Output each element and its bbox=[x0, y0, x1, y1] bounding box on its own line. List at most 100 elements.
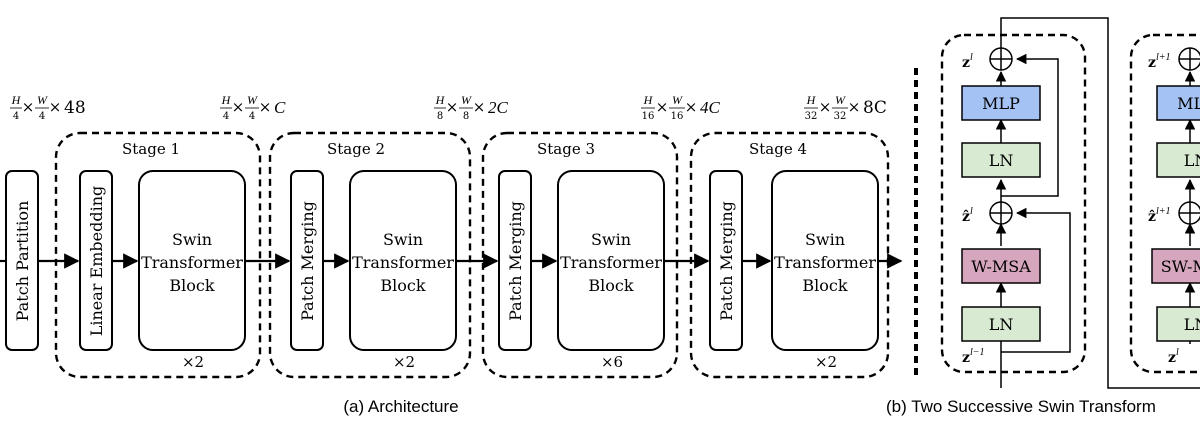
svg-text:C: C bbox=[274, 98, 286, 117]
z-in-label: zl bbox=[1168, 347, 1179, 366]
svg-text:W: W bbox=[672, 93, 683, 107]
mlp-block bbox=[1156, 85, 1200, 121]
stage1-title: Stage 1 bbox=[122, 140, 180, 158]
z-out-label: zl bbox=[962, 52, 973, 71]
svg-text:×: × bbox=[685, 98, 698, 116]
dim-label-stage1: H 4 × W 4 × C bbox=[220, 93, 286, 122]
stage3-container bbox=[481, 131, 679, 379]
svg-text:32: 32 bbox=[834, 111, 847, 122]
swin-block-stage4: Swin Transformer Block bbox=[771, 170, 879, 351]
svg-text:H: H bbox=[221, 93, 232, 107]
z-hat-label: ẑl+1 bbox=[1148, 206, 1170, 225]
svg-text:Transformer: Transformer bbox=[774, 253, 876, 272]
svg-text:H: H bbox=[435, 93, 446, 107]
svg-text:Block: Block bbox=[802, 276, 847, 295]
svg-text:4: 4 bbox=[13, 111, 19, 122]
stage2-container bbox=[268, 131, 472, 379]
svg-text:48: 48 bbox=[64, 98, 86, 118]
dim-label-stage3: H 16 × W 16 × 4C bbox=[641, 93, 721, 122]
svg-text:×: × bbox=[232, 98, 245, 116]
svg-text:8C: 8C bbox=[863, 98, 887, 118]
svg-text:H: H bbox=[643, 93, 654, 107]
architecture-caption: (a) Architecture bbox=[343, 397, 458, 416]
svg-text:8: 8 bbox=[463, 111, 469, 122]
stage4-title: Stage 4 bbox=[749, 140, 807, 158]
stage2-title: Stage 2 bbox=[327, 140, 385, 158]
layernorm-block bbox=[961, 142, 1041, 178]
svg-text:W: W bbox=[37, 93, 48, 107]
svg-text:W: W bbox=[247, 93, 258, 107]
swin-block-2: MLP LN SW-MSA LN zl+1 ẑl+1 zl bbox=[1129, 33, 1200, 374]
z-in-label: zl−1 bbox=[962, 347, 984, 366]
stage3-title: Stage 3 bbox=[537, 140, 595, 158]
svg-text:LN: LN bbox=[989, 315, 1014, 334]
svg-text:MLP: MLP bbox=[982, 94, 1020, 113]
stage1-repeat: ×2 bbox=[182, 353, 204, 371]
svg-text:Swin: Swin bbox=[172, 230, 212, 249]
svg-text:×: × bbox=[473, 98, 486, 116]
svg-text:LN: LN bbox=[1184, 151, 1200, 170]
layernorm-block bbox=[961, 306, 1041, 342]
swin-block-1: MLP LN W-MSA LN zl ẑl zl−1 bbox=[940, 33, 1087, 374]
swin-block-stage3: Swin Transformer Block bbox=[557, 170, 665, 351]
svg-text:LN: LN bbox=[1184, 315, 1200, 334]
svg-text:16: 16 bbox=[642, 111, 655, 122]
svg-text:×: × bbox=[446, 98, 459, 116]
patch-merging-label: Patch Merging bbox=[298, 201, 317, 321]
stage1-container bbox=[54, 131, 262, 379]
svg-text:Swin: Swin bbox=[591, 230, 631, 249]
patch-merging-label: Patch Merging bbox=[506, 201, 525, 321]
svg-text:MLP: MLP bbox=[1177, 94, 1200, 113]
swin-block-1-container bbox=[940, 33, 1087, 374]
svg-text:16: 16 bbox=[671, 111, 684, 122]
svg-text:×: × bbox=[656, 98, 669, 116]
layernorm-block bbox=[1156, 142, 1200, 178]
w-msa-block bbox=[961, 248, 1041, 284]
svg-text:H: H bbox=[806, 93, 817, 107]
svg-text:×: × bbox=[22, 98, 35, 116]
successive-caption: (b) Two Successive Swin Transform bbox=[886, 397, 1156, 416]
svg-text:SW-MSA: SW-MSA bbox=[1161, 257, 1200, 276]
linear-embedding-label: Linear Embedding bbox=[87, 186, 106, 337]
svg-text:4: 4 bbox=[249, 111, 255, 122]
svg-text:×: × bbox=[819, 98, 832, 116]
dim-label-stage2: H 8 × W 8 × 2C bbox=[434, 93, 509, 122]
svg-text:×: × bbox=[848, 98, 861, 116]
successive-blocks-panel: MLP LN W-MSA LN zl ẑl zl−1 bbox=[886, 17, 1200, 416]
z-out-label: zl+1 bbox=[1148, 52, 1170, 71]
svg-text:W: W bbox=[461, 93, 472, 107]
svg-text:Block: Block bbox=[169, 276, 214, 295]
svg-text:4: 4 bbox=[223, 111, 229, 122]
svg-text:Swin: Swin bbox=[805, 230, 845, 249]
svg-text:W-MSA: W-MSA bbox=[971, 257, 1031, 276]
swin-block-stage2: Swin Transformer Block bbox=[349, 170, 457, 351]
svg-text:4: 4 bbox=[39, 111, 45, 122]
svg-text:Transformer: Transformer bbox=[141, 253, 243, 272]
svg-text:Transformer: Transformer bbox=[352, 253, 454, 272]
patch-partition-label: Patch Partition bbox=[13, 201, 32, 322]
dim-label-input: H 4 × W 4 × 48 bbox=[10, 93, 86, 122]
svg-text:8: 8 bbox=[437, 111, 443, 122]
svg-text:32: 32 bbox=[805, 111, 818, 122]
patch-merging-label: Patch Merging bbox=[717, 201, 736, 321]
z-hat-label: ẑl bbox=[962, 206, 973, 225]
svg-text:×: × bbox=[259, 98, 272, 116]
svg-text:×: × bbox=[49, 98, 62, 116]
svg-text:LN: LN bbox=[989, 151, 1014, 170]
sw-msa-block bbox=[1151, 248, 1200, 284]
svg-text:H: H bbox=[11, 93, 22, 107]
stage4-repeat: ×2 bbox=[815, 353, 837, 371]
stage4-container bbox=[689, 131, 890, 379]
svg-text:Block: Block bbox=[380, 276, 425, 295]
svg-text:Transformer: Transformer bbox=[560, 253, 662, 272]
svg-text:2C: 2C bbox=[488, 98, 509, 117]
svg-text:Block: Block bbox=[588, 276, 633, 295]
architecture-panel: H 4 × W 4 × 48 H 4 × W 4 × C H 8 × W bbox=[0, 93, 903, 416]
mlp-block bbox=[961, 85, 1041, 121]
swin-block-stage1: Swin Transformer Block bbox=[138, 170, 246, 351]
layernorm-block bbox=[1156, 306, 1200, 342]
dim-label-stage4: H 32 × W 32 × 8C bbox=[804, 93, 887, 122]
svg-text:Swin: Swin bbox=[383, 230, 423, 249]
stage2-repeat: ×2 bbox=[393, 353, 415, 371]
